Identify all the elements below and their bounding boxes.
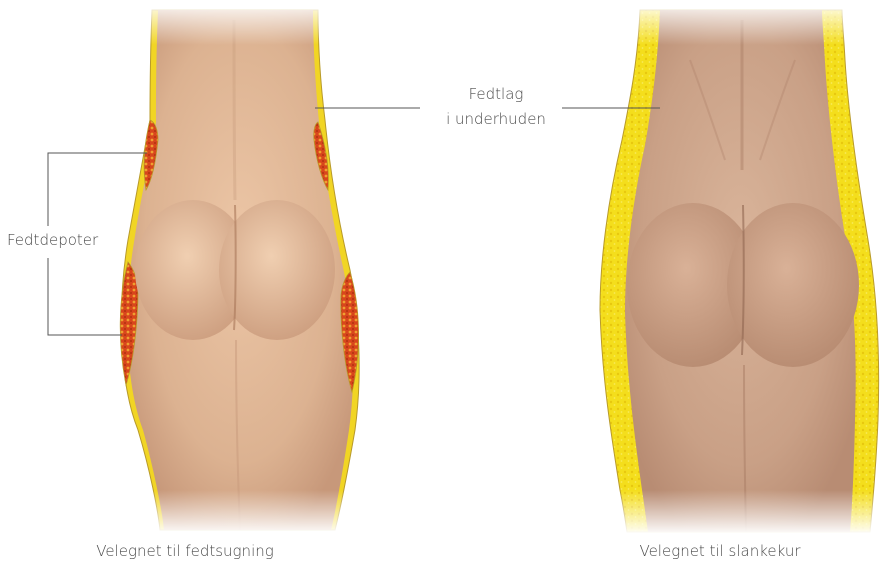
left-caption: Velegnet til fedtsugning [90, 540, 280, 562]
left-spine-shadow [234, 20, 235, 200]
subcutaneous-fat-label-line1: Fedtlag [436, 83, 556, 105]
right-caption: Velegnet til slankekur [620, 540, 820, 562]
left-figure [100, 0, 370, 535]
right-figure [590, 0, 884, 535]
subcutaneous-fat-label-line2: i underhuden [436, 108, 556, 130]
right-figure-right-buttock [727, 203, 859, 367]
fat-deposits-label: Fedtdepoter [7, 229, 98, 251]
fedtdepoter-lower-leader [48, 258, 122, 335]
